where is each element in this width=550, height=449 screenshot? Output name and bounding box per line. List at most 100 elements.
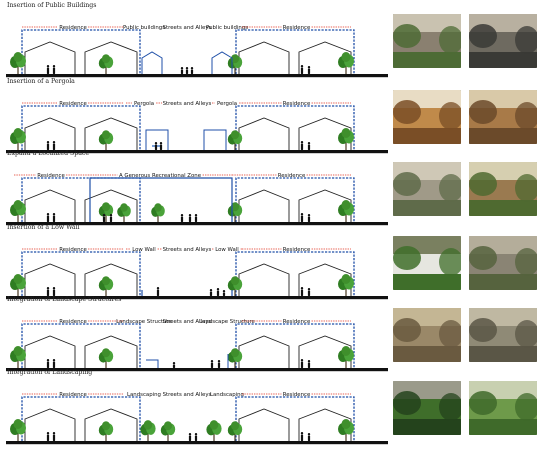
photo-stone-low-wall [469, 236, 537, 290]
house-outline [84, 335, 138, 368]
person-icon [300, 432, 304, 441]
zone-label: Residence [242, 101, 351, 107]
photo-image [469, 236, 537, 290]
residence-zone-outline [235, 396, 355, 441]
house-outline [84, 189, 138, 222]
zone-label-text: Low Wall [132, 247, 156, 253]
person-icon [52, 287, 56, 296]
house-outline [24, 408, 76, 441]
zone-label-text: Residence [283, 247, 311, 253]
tree-icon [227, 202, 243, 222]
photo-wooden-lattice-roof [469, 90, 537, 144]
tree-icon [206, 420, 222, 441]
house-outline [24, 41, 76, 74]
person-icon [209, 289, 213, 296]
person-icon [46, 432, 50, 441]
zone-label-text: Landscape Structure [199, 319, 255, 325]
ground-line [6, 296, 388, 300]
zone-label-text: Residence [59, 25, 87, 31]
photo-open-plaza-with-shelter [393, 162, 461, 216]
zone-label: Residence [22, 392, 124, 398]
zone-label-text: Streets and Alleys [163, 247, 212, 253]
zone-label-text: A Generous Recreational Zone [119, 173, 202, 179]
house-outline [24, 263, 76, 296]
zone-label: Residence [242, 25, 351, 31]
photo-image [393, 14, 461, 68]
zone-label-text: Streets and Alleys [163, 319, 212, 325]
person-icon [172, 362, 176, 368]
person-icon [307, 66, 311, 74]
zone-label: Low Wall [126, 247, 162, 253]
zone-label: Low Wall [212, 247, 242, 253]
tree-icon [338, 419, 354, 441]
photo-perforated-stone-screen [469, 308, 537, 362]
zone-label-text: Pergola [217, 101, 237, 107]
tree-icon [98, 276, 114, 296]
middle-intervention [89, 177, 233, 222]
house-outline [84, 408, 138, 441]
panel-title: Insertion of a Low Wall [7, 224, 80, 231]
person-icon [180, 67, 184, 74]
tree-icon [98, 421, 114, 441]
house-outline [238, 408, 290, 441]
tree-icon [160, 421, 176, 441]
zone-label-text: Residence [59, 319, 87, 325]
zone-label: Public buildings [123, 25, 165, 31]
residence-zone-outline [21, 177, 141, 222]
person-icon [185, 67, 189, 74]
tree-icon [140, 420, 156, 441]
house-outline [24, 117, 76, 150]
ground-line [6, 368, 388, 372]
house-outline [238, 263, 290, 296]
middle-intervention [145, 129, 227, 150]
tree-icon [10, 128, 26, 150]
middle-intervention [140, 420, 222, 441]
ground-line [6, 74, 388, 78]
zone-label: Streets and Alleys [163, 319, 212, 325]
zone-label-text: Residence [283, 319, 311, 325]
house-outline [238, 117, 290, 150]
photo-stone-path-through-greenery [393, 381, 461, 435]
photo-image [393, 308, 461, 362]
residence-zone-outline [235, 29, 355, 74]
person-icon [307, 214, 311, 222]
ground-line [6, 150, 388, 154]
house-outline [84, 41, 138, 74]
person-icon [194, 433, 198, 441]
house-outline [24, 189, 76, 222]
tree-icon [98, 54, 114, 74]
photo-image [393, 90, 461, 144]
person-icon [52, 65, 56, 74]
person-icon [300, 65, 304, 74]
house-outline [84, 263, 138, 296]
zone-label-text: Streets and Alleys [163, 392, 212, 398]
residence-zone-outline [235, 251, 355, 296]
person-icon [210, 360, 214, 368]
photo-image [393, 381, 461, 435]
zone-label: Pergola [126, 101, 162, 107]
zone-label-text: Residence [59, 101, 87, 107]
person-icon [46, 287, 50, 296]
tree-icon [98, 202, 114, 222]
tree-icon [338, 346, 354, 368]
zone-label: Streets and Alleys [163, 247, 212, 253]
zone-label: Residence [22, 25, 124, 31]
person-icon [46, 359, 50, 368]
panel-title: Insertion of Public Buildings [7, 2, 97, 9]
person-icon [102, 214, 106, 222]
person-icon [154, 142, 158, 150]
photo-image [469, 162, 537, 216]
house-outline [238, 41, 290, 74]
person-icon [188, 433, 192, 441]
public-building [141, 51, 163, 74]
photo-garden-courtyard-pavilion [469, 162, 537, 216]
tree-icon [227, 421, 243, 441]
zone-label: Residence [232, 173, 351, 179]
person-icon [156, 287, 160, 296]
tree-icon [98, 130, 114, 150]
